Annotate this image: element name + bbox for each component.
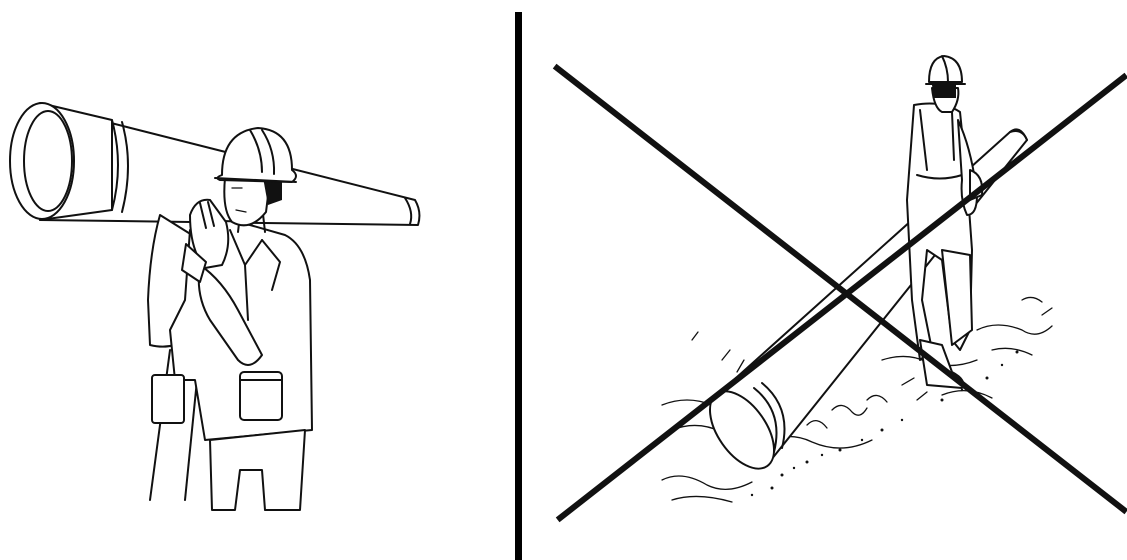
worker-dragging-pipe-on-ground-icon [552, 55, 1127, 523]
panel-divider [515, 12, 522, 560]
correct-method-panel [0, 0, 515, 560]
worker-carrying-pipe-on-shoulder-icon [9, 102, 421, 511]
incorrect-method-panel [522, 0, 1127, 560]
cross-out-icon [552, 63, 1127, 523]
